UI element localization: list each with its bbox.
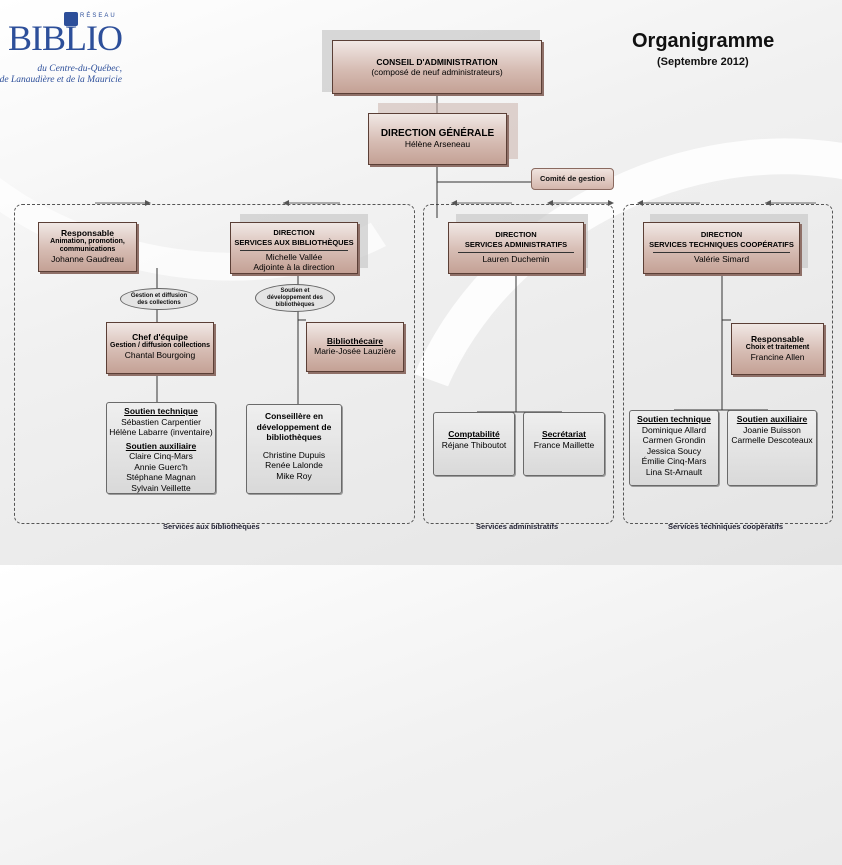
comptabilite-name: Réjane Thiboutot bbox=[441, 439, 507, 450]
dir-services-title: DIRECTION bbox=[273, 228, 315, 237]
page-subtitle: (Septembre 2012) bbox=[657, 56, 749, 68]
list-item: Sébastien Carpentier bbox=[121, 416, 201, 427]
conseillere-title1: Conseillère en bbox=[264, 411, 324, 421]
list-item: Hélène Labarre (inventaire) bbox=[109, 427, 213, 437]
conseillere-title2: développement de bbox=[256, 421, 332, 432]
list-item: Émilie Cinq-Mars bbox=[641, 456, 707, 466]
soutien-aux-right-title: Soutien auxiliaire bbox=[736, 414, 808, 424]
footer-services: Services aux bibliothèques bbox=[163, 522, 260, 531]
logo-biblio: BIBLIO bbox=[8, 18, 123, 58]
footer-admin: Services administratifs bbox=[476, 522, 559, 531]
soutien-tech-right-title: Soutien technique bbox=[637, 414, 711, 424]
list-item: Carmelle Descoteaux bbox=[731, 435, 813, 445]
logo-line-2: de Lanaudière et de la Mauricie bbox=[0, 75, 122, 85]
dir-services-name: Michelle Vallée bbox=[265, 252, 323, 262]
list-item: Christine Dupuis bbox=[262, 449, 326, 460]
resp-animation-name: Johanne Gaudreau bbox=[51, 254, 124, 264]
conseil-subtitle: (composé de neuf administrateurs) bbox=[371, 67, 503, 77]
footer-tech: Services techniques coopératifs bbox=[668, 522, 784, 531]
bibliothecaire-box: Bibliothécaire Marie-Josée Lauzière bbox=[306, 322, 404, 372]
comptabilite-title: Comptabilité bbox=[448, 429, 500, 439]
comptabilite-box: Comptabilité Réjane Thiboutot bbox=[433, 412, 515, 476]
dir-admin-sub: SERVICES ADMINISTRATIFS bbox=[464, 240, 568, 249]
chef-sub: Gestion / diffusion collections bbox=[110, 342, 210, 349]
list-item: Annie Guerc'h bbox=[134, 461, 188, 472]
secretariat-title: Secrétariat bbox=[542, 429, 586, 439]
conseil-administration-box: CONSEIL D'ADMINISTRATION (composé de neu… bbox=[332, 40, 542, 94]
secretariat-name: France Maillette bbox=[533, 439, 595, 450]
dir-services-sub: SERVICES AUX BIBLIOTHÈQUES bbox=[234, 238, 354, 247]
group-frame-tech bbox=[623, 204, 833, 524]
oval-soutien-developpement: Soutien et développement des bibliothèqu… bbox=[255, 284, 335, 312]
page-title: Organigramme bbox=[632, 30, 775, 52]
dg-name: Hélène Arseneau bbox=[404, 139, 471, 149]
resp-choix-sub: Choix et traitement bbox=[745, 344, 810, 351]
resp-animation-sub2: communications bbox=[59, 246, 116, 253]
logo-mark-icon bbox=[64, 12, 78, 26]
bibliothecaire-name: Marie-Josée Lauzière bbox=[314, 346, 396, 356]
conseillere-title3: bibliothèques bbox=[266, 432, 322, 442]
resp-animation-title: Responsable bbox=[61, 228, 114, 238]
oval-gestion-collections: Gestion et diffusion des collections bbox=[120, 288, 198, 310]
group-frame-services bbox=[14, 204, 415, 524]
logo-line-1: du Centre-du-Québec, bbox=[37, 64, 122, 74]
direction-services-administratifs-box: DIRECTION SERVICES ADMINISTRATIFS Lauren… bbox=[448, 222, 584, 274]
dg-title: DIRECTION GÉNÉRALE bbox=[380, 128, 495, 139]
soutien-technique-left-box: Soutien technique Sébastien Carpentier H… bbox=[106, 402, 216, 494]
list-item: Renée Lalonde bbox=[265, 460, 323, 470]
list-item: Jessica Soucy bbox=[646, 445, 702, 456]
responsable-choix-box: Responsable Choix et traitement Francine… bbox=[731, 323, 824, 375]
list-item: Mike Roy bbox=[276, 470, 312, 481]
dir-tech-name: Valérie Simard bbox=[693, 254, 750, 264]
list-item: Carmen Grondin bbox=[642, 435, 706, 445]
chef-equipe-box: Chef d'équipe Gestion / diffusion collec… bbox=[106, 322, 214, 374]
group-frame-admin bbox=[423, 204, 614, 524]
logo-reseau: RÉSEAU bbox=[80, 13, 117, 19]
dir-tech-title: DIRECTION bbox=[700, 230, 743, 239]
resp-choix-title: Responsable bbox=[751, 334, 804, 344]
dir-tech-sub: SERVICES TECHNIQUES COOPÉRATIFS bbox=[649, 240, 794, 249]
conseillere-box: Conseillère en développement de biblioth… bbox=[246, 404, 342, 494]
dir-admin-title: DIRECTION bbox=[495, 230, 537, 239]
list-item: Stéphane Magnan bbox=[126, 472, 196, 482]
list-item: Sylvain Veillette bbox=[131, 482, 191, 493]
soutien-aux-left-title: Soutien auxiliaire bbox=[125, 440, 197, 451]
direction-generale-box: DIRECTION GÉNÉRALE Hélène Arseneau bbox=[368, 113, 507, 165]
resp-animation-sub1: Animation, promotion, bbox=[50, 238, 125, 245]
secretariat-box: Secrétariat France Maillette bbox=[523, 412, 605, 476]
bibliothecaire-title: Bibliothécaire bbox=[326, 336, 384, 346]
list-item: Lina St-Arnault bbox=[645, 466, 703, 477]
resp-choix-name: Francine Allen bbox=[750, 352, 805, 362]
direction-services-techniques-box: DIRECTION SERVICES TECHNIQUES COOPÉRATIF… bbox=[643, 222, 800, 274]
chef-title: Chef d'équipe bbox=[132, 332, 188, 342]
comite-gestion-box: Comité de gestion bbox=[531, 168, 614, 190]
conseil-title: CONSEIL D'ADMINISTRATION bbox=[376, 57, 498, 67]
chef-name: Chantal Bourgoing bbox=[124, 350, 196, 360]
list-item: Claire Cinq-Mars bbox=[129, 451, 193, 461]
dir-admin-name: Lauren Duchemin bbox=[482, 254, 550, 264]
soutien-technique-right-box: Soutien technique Dominique Allard Carme… bbox=[629, 410, 719, 486]
dir-services-role: Adjointe à la direction bbox=[253, 262, 335, 272]
list-item: Dominique Allard bbox=[641, 424, 707, 435]
direction-services-bibliotheques-box: DIRECTION SERVICES AUX BIBLIOTHÈQUES Mic… bbox=[230, 222, 358, 274]
soutien-tech-left-title: Soutien technique bbox=[124, 406, 198, 416]
arrow-icons bbox=[145, 200, 771, 206]
soutien-auxiliaire-right-box: Soutien auxiliaire Joanie Buisson Carmel… bbox=[727, 410, 817, 486]
responsable-animation-box: Responsable Animation, promotion, commun… bbox=[38, 222, 137, 272]
list-item: Joanie Buisson bbox=[743, 424, 801, 435]
